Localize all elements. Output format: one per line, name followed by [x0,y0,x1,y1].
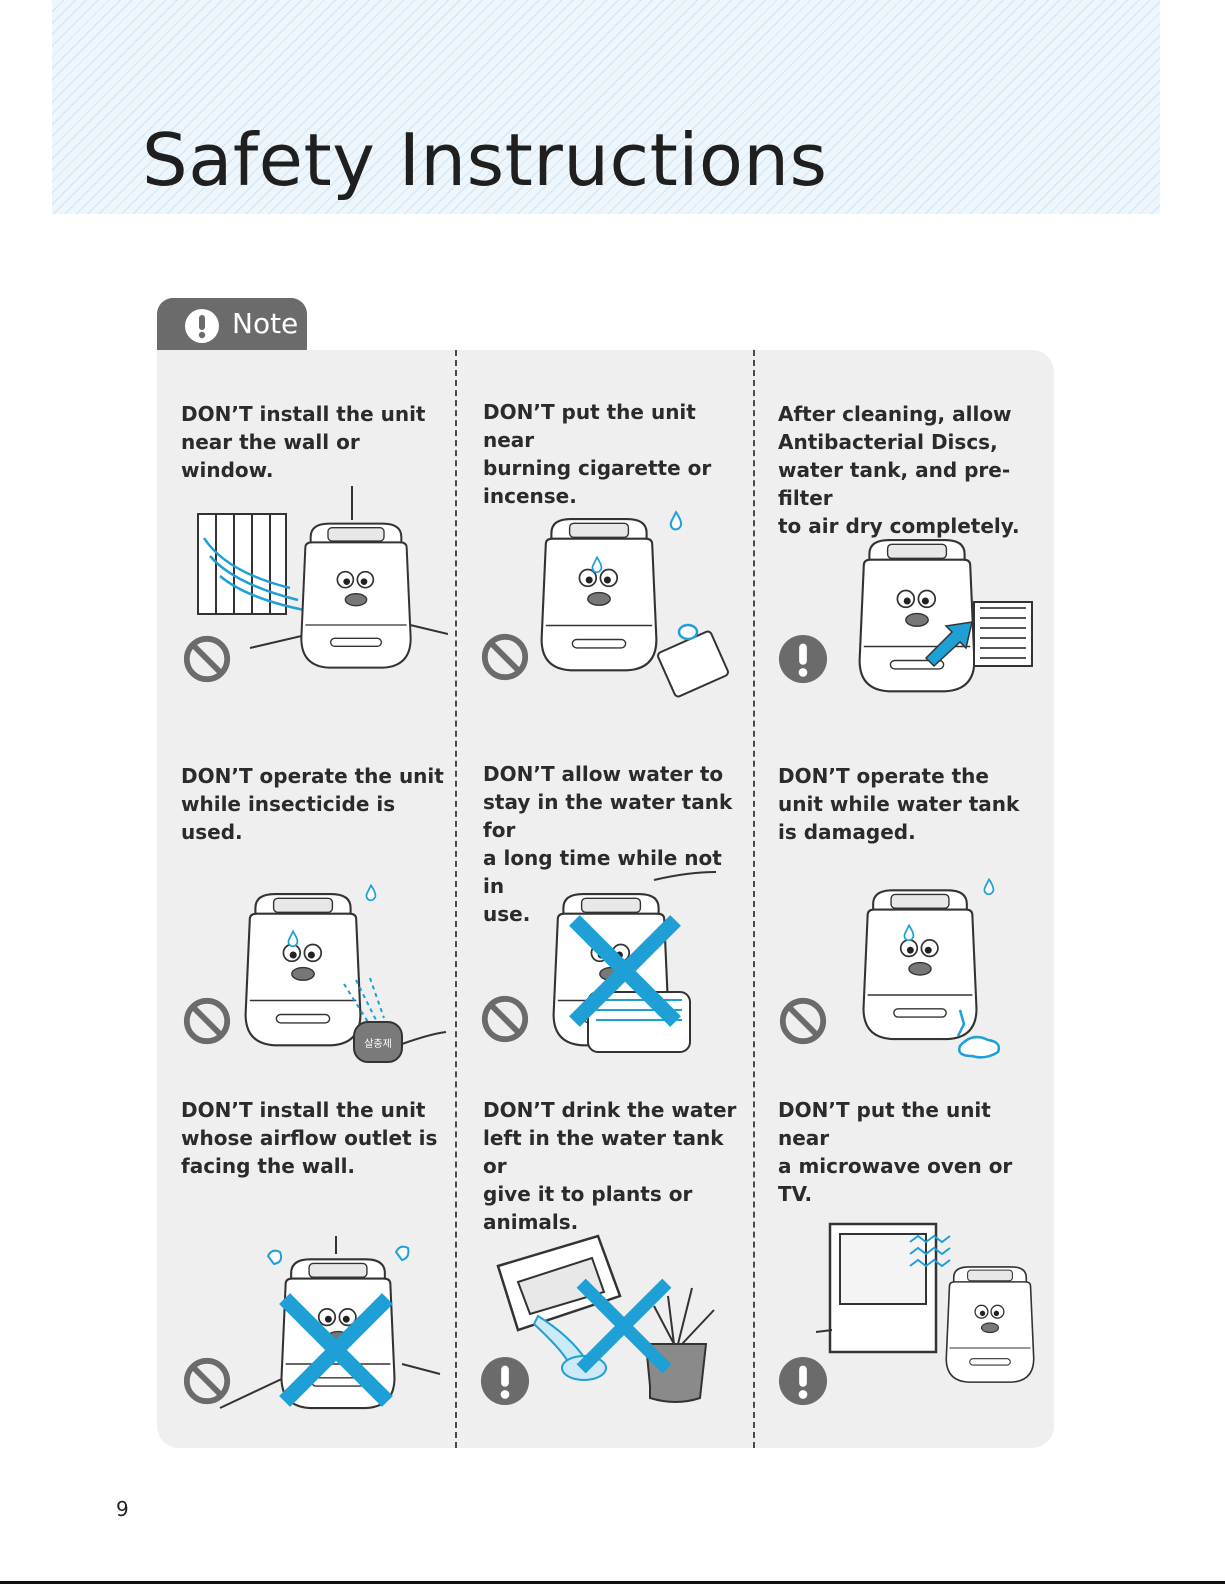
unit-damaged-tank-illustration [776,878,1001,1059]
exclamation-icon [185,309,219,343]
insecticide-can-label: 살충제 [364,1038,392,1050]
unit-insecticide-illustration: 살충제 [180,884,447,1063]
instruction-text: DON’T put the unit near a microwave oven… [778,1098,1013,1206]
instruction-cell: DON’T drink the water left in the water … [483,1096,749,1236]
instruction-cell: DON’T allow water to stay in the water t… [483,760,749,928]
unit-air-dry-parts-illustration [778,538,1033,693]
instruction-cell: DON’T operate the unit while insecticide… [181,762,449,846]
instruction-cell: DON’T operate the unit while water tank … [778,762,1048,846]
instruction-text: DON’T install the unit whose airflow out… [181,1098,438,1178]
column-divider [455,350,457,1448]
instruction-text: DON’T operate the unit while water tank … [778,764,1020,844]
pouring-tank-water-on-plant-illustration [480,1234,715,1406]
bottom-rule [0,1581,1225,1584]
unit-water-left-in-tank-illustration [478,871,717,1053]
instruction-text: DON’T install the unit near the wall or … [181,402,426,482]
instruction-cell: DON’T put the unit near a microwave oven… [778,1096,1048,1208]
unit-near-incense-illustration [478,511,729,698]
unit-near-wall-window-illustration [180,486,448,690]
page-number: 9 [116,1497,129,1521]
header-band [52,0,1160,214]
instruction-cell: DON’T install the unit near the wall or … [181,400,449,484]
instruction-cell: After cleaning, allow Antibacterial Disc… [778,400,1048,540]
page-title: Safety Instructions [142,118,828,202]
instruction-cell: DON’T put the unit near burning cigarett… [483,398,749,510]
instruction-text: DON’T drink the water left in the water … [483,1098,737,1234]
note-label: Note [232,307,299,340]
unit-outlet-facing-wall-illustration [180,1236,441,1426]
instruction-cell: DON’T install the unit whose airflow out… [181,1096,449,1180]
note-tab: Note [157,298,307,360]
unit-near-tv-illustration [778,1222,1035,1406]
instruction-text: DON’T operate the unit while insecticide… [181,764,444,844]
column-divider [753,350,755,1448]
instruction-text: DON’T put the unit near burning cigarett… [483,400,712,508]
instruction-text: DON’T allow water to stay in the water t… [483,762,733,926]
instruction-text: After cleaning, allow Antibacterial Disc… [778,402,1020,538]
